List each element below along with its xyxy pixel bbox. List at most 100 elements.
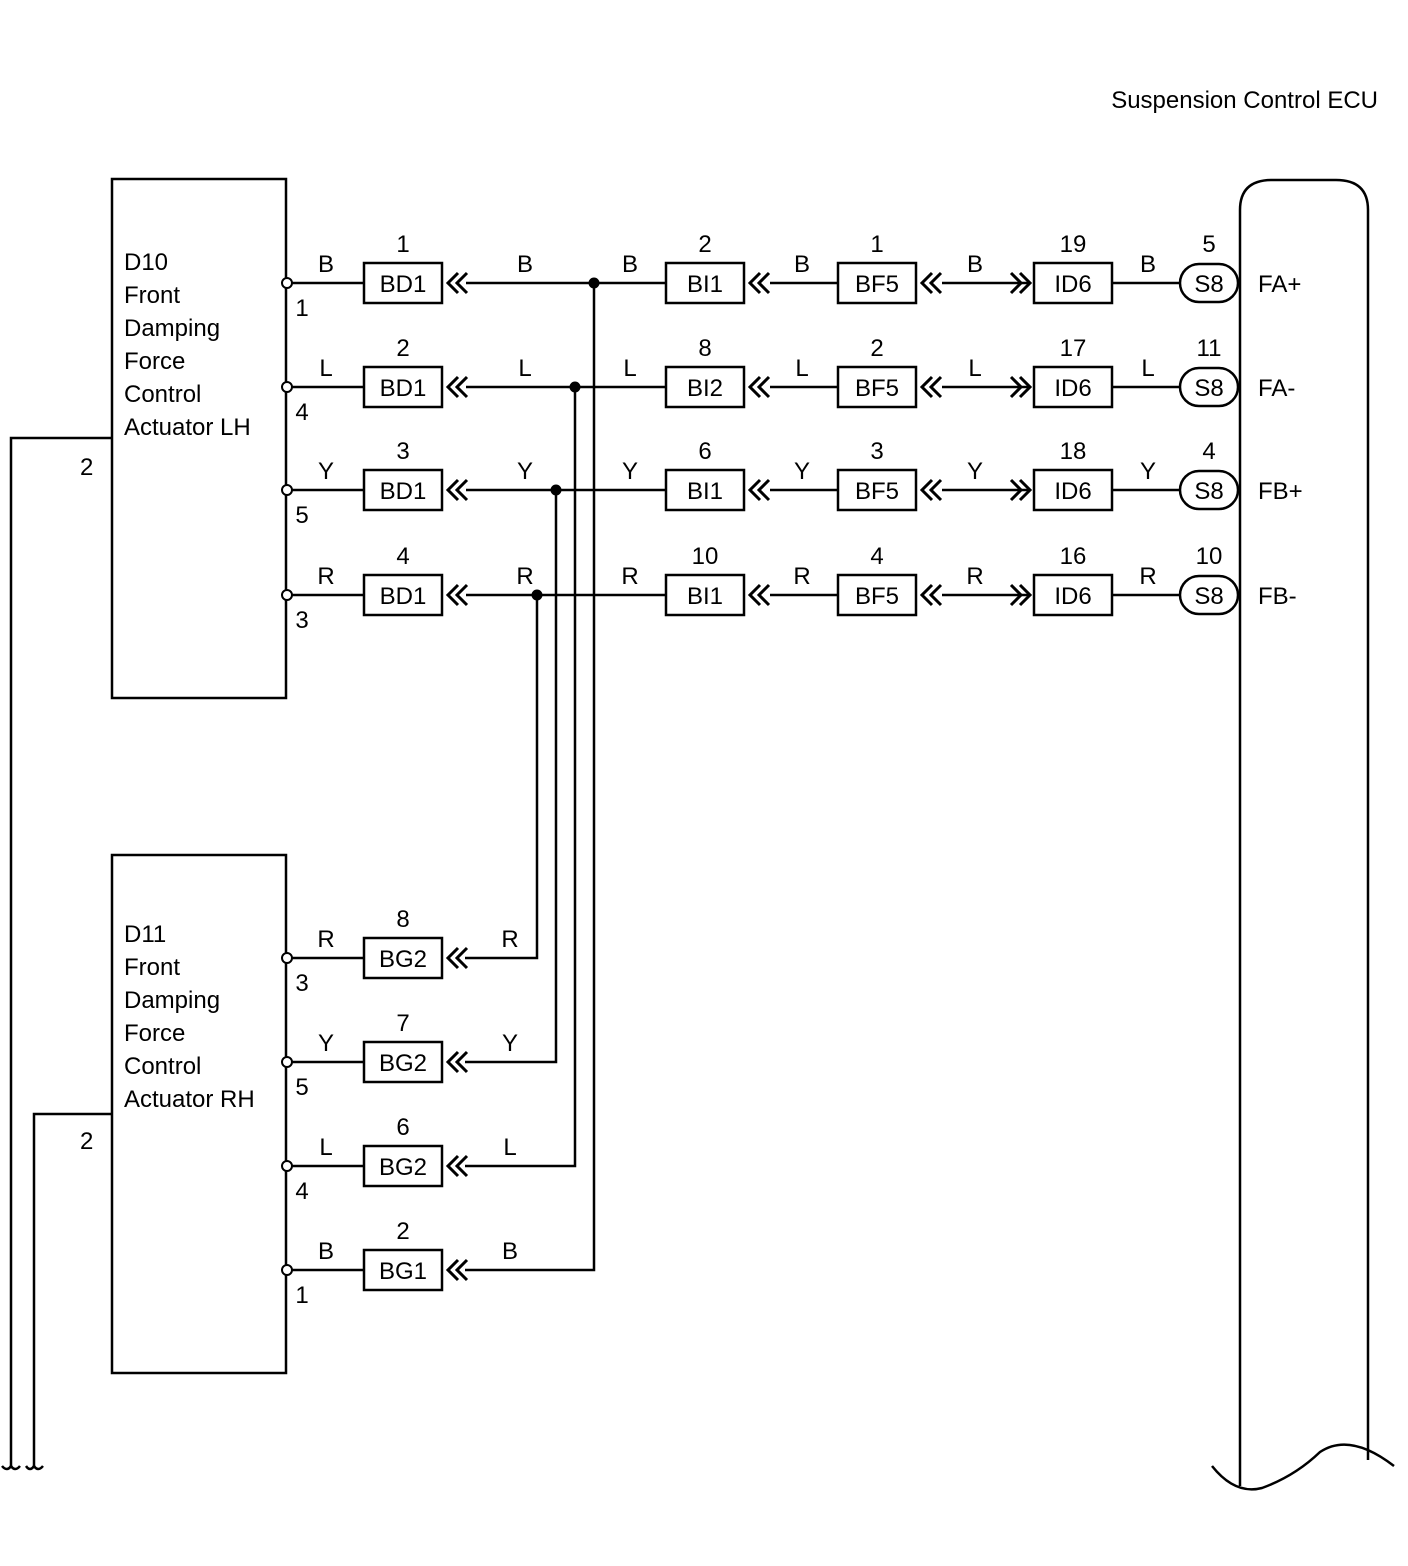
splice-run-l (465, 386, 577, 1168)
wire-color-label: B (967, 251, 983, 278)
wire-color-label: R (317, 563, 334, 590)
actuator-pin-number: 4 (295, 399, 308, 426)
chevron-icon (747, 375, 771, 399)
wire-color-label: Y (318, 1030, 334, 1057)
chevron-stroke (445, 1050, 460, 1074)
pin-number: 4 (396, 543, 409, 570)
splice-dot (531, 589, 543, 601)
pin-number: 2 (396, 335, 409, 362)
actuator-lh-line: Damping (124, 315, 220, 342)
ground-pin-lh: 2 (80, 454, 93, 481)
chevron-stroke (747, 478, 762, 502)
ecu-connector-code: S8 (1194, 375, 1223, 402)
connector-code: BD1 (380, 583, 427, 610)
wire-color-label: L (518, 355, 531, 382)
ecu-body-outline (1238, 178, 1370, 1486)
connector-code: BI1 (687, 271, 723, 298)
chevron-stroke (445, 1258, 460, 1282)
chevron-stroke (1018, 478, 1033, 502)
ecu-signal-name: FA- (1258, 375, 1295, 402)
chevron-icon (747, 271, 771, 295)
wire-color-label: L (1141, 355, 1154, 382)
splice-dot (588, 277, 600, 289)
pin-number: 2 (396, 1218, 409, 1245)
connector-bg: BG1 (362, 1248, 444, 1292)
pin-number: 8 (698, 335, 711, 362)
chevron-stroke (445, 1154, 460, 1178)
chevron-stroke (445, 946, 460, 970)
connector-code: ID6 (1054, 375, 1091, 402)
actuator-pin-number: 3 (295, 607, 308, 634)
pin-number: 11 (1197, 335, 1222, 362)
chevron-stroke (445, 478, 460, 502)
pin-number: 2 (870, 335, 883, 362)
connector-bf5: BF5 (836, 365, 918, 409)
chevron-icon (919, 375, 943, 399)
actuator-lh-line: Actuator LH (124, 414, 251, 441)
chevron-stroke (928, 375, 943, 399)
connector-box (836, 573, 918, 617)
chevron-stroke (756, 271, 771, 295)
wire-color-label: B (517, 251, 533, 278)
chevron-icon (445, 478, 469, 502)
connector-bf5: BF5 (836, 468, 918, 512)
pin-terminal (281, 484, 293, 496)
wire-color-label: B (622, 251, 638, 278)
connector-code: BF5 (855, 583, 899, 610)
connector-code: BG2 (379, 946, 427, 973)
chevron-stroke (928, 271, 943, 295)
chevron-stroke (919, 583, 934, 607)
chevron-stroke (454, 1258, 469, 1282)
connector-id6: ID6 (1032, 261, 1114, 305)
ecu-connector-oval (1178, 469, 1240, 511)
pin-number: 8 (396, 906, 409, 933)
wire-color-label: B (1140, 251, 1156, 278)
pin-number: 5 (1202, 231, 1215, 258)
connector-box (362, 261, 444, 305)
chevron-stroke (1018, 271, 1033, 295)
connector-code: BG2 (379, 1154, 427, 1181)
connector-bi: BI1 (664, 261, 746, 305)
chevron-stroke (445, 375, 460, 399)
connector-bg: BG2 (362, 1144, 444, 1188)
actuator-rh-line: Front (124, 954, 180, 981)
ecu-title: Suspension Control ECU (1111, 87, 1378, 114)
chevron-icon (1009, 478, 1033, 502)
actuator-lh-line: Force (124, 348, 185, 375)
wire-color-label: Y (517, 458, 533, 485)
chevron-stroke (454, 1154, 469, 1178)
ecu-connector-oval (1178, 262, 1240, 304)
connector-box (362, 573, 444, 617)
wire-color-label: L (968, 355, 981, 382)
pin-terminal (281, 1056, 293, 1068)
actuator-lh-line: Control (124, 381, 201, 408)
connector-bf5: BF5 (836, 261, 918, 305)
chevron-stroke (445, 271, 460, 295)
pin-number: 7 (396, 1010, 409, 1037)
ecu-break-wave (1211, 1443, 1395, 1491)
connector-box (836, 468, 918, 512)
connector-code: BI1 (687, 478, 723, 505)
wire-color-label: R (793, 563, 810, 590)
wire-color-label: R (501, 926, 518, 953)
wire-color-label: R (317, 926, 334, 953)
actuator-rh-line: Damping (124, 987, 220, 1014)
actuator-pin-number: 4 (295, 1178, 308, 1205)
pin-number: 4 (870, 543, 883, 570)
chevron-icon (445, 271, 469, 295)
pin-terminal (281, 952, 293, 964)
connector-box (1032, 261, 1114, 305)
chevron-stroke (1009, 478, 1024, 502)
actuator-pin-number: 5 (295, 502, 308, 529)
chevron-stroke (454, 1050, 469, 1074)
connector-box (836, 261, 918, 305)
chevron-icon (445, 375, 469, 399)
pin-terminal (281, 589, 293, 601)
actuator-pin-number: 3 (295, 970, 308, 997)
pin-number: 17 (1060, 335, 1087, 362)
chevron-stroke (919, 478, 934, 502)
